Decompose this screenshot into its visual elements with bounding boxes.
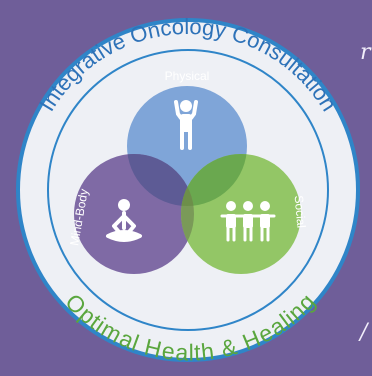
person-arms-raised-icon bbox=[174, 100, 198, 150]
meditation-icon bbox=[106, 199, 142, 242]
stray-mark-bottom: / bbox=[360, 320, 368, 345]
stray-mark-top: r bbox=[360, 40, 371, 65]
physical-mind-overlap bbox=[127, 154, 194, 206]
physical-overlaps bbox=[127, 154, 247, 206]
physical-social-overlap bbox=[181, 154, 247, 206]
physical-label: Physical bbox=[165, 69, 210, 83]
group-of-people-icon bbox=[220, 201, 276, 242]
social-label: Social bbox=[292, 195, 309, 229]
